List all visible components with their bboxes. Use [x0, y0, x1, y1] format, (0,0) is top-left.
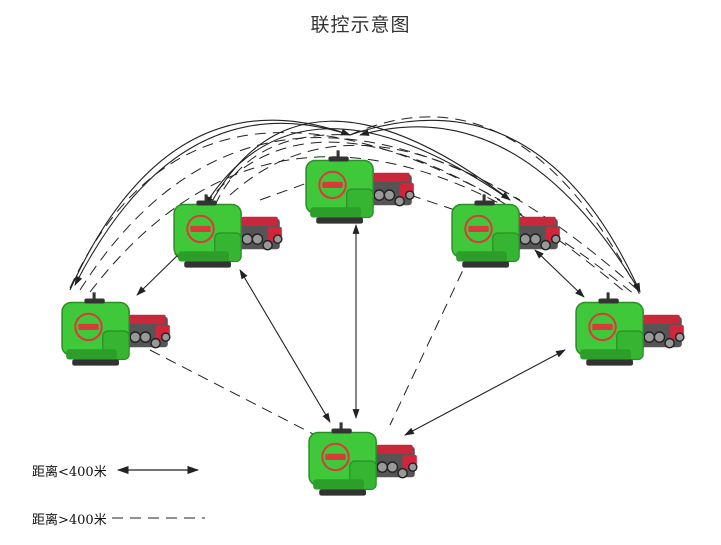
machine-top [305, 149, 415, 225]
near-link-lines [69, 119, 641, 436]
near-line [239, 269, 331, 423]
near-line [74, 122, 351, 286]
far-line [214, 134, 351, 206]
legend-far-label: 距离>400米 [32, 513, 107, 528]
near-line [69, 119, 351, 291]
machine-left [61, 291, 171, 367]
machine-right [575, 291, 685, 367]
machine-upper-right [451, 193, 561, 269]
machine-upper-left [173, 193, 283, 269]
page-title: 联控示意图 [310, 14, 411, 36]
far-line [349, 116, 641, 296]
legend-lines [112, 465, 205, 519]
far-line [69, 132, 501, 289]
machine-bottom [308, 421, 418, 497]
far-line [229, 144, 641, 293]
near-line [534, 249, 585, 298]
far-line [389, 254, 471, 426]
far-line [79, 137, 521, 291]
near-line [204, 128, 511, 206]
near-line [349, 119, 641, 293]
near-line [359, 126, 641, 293]
near-line [136, 249, 184, 296]
machines [61, 149, 685, 497]
near-line [404, 349, 566, 436]
far-line [149, 349, 316, 436]
far-line [409, 194, 456, 211]
far-line [259, 181, 311, 201]
legend-near-label: 距离<400米 [32, 465, 107, 480]
